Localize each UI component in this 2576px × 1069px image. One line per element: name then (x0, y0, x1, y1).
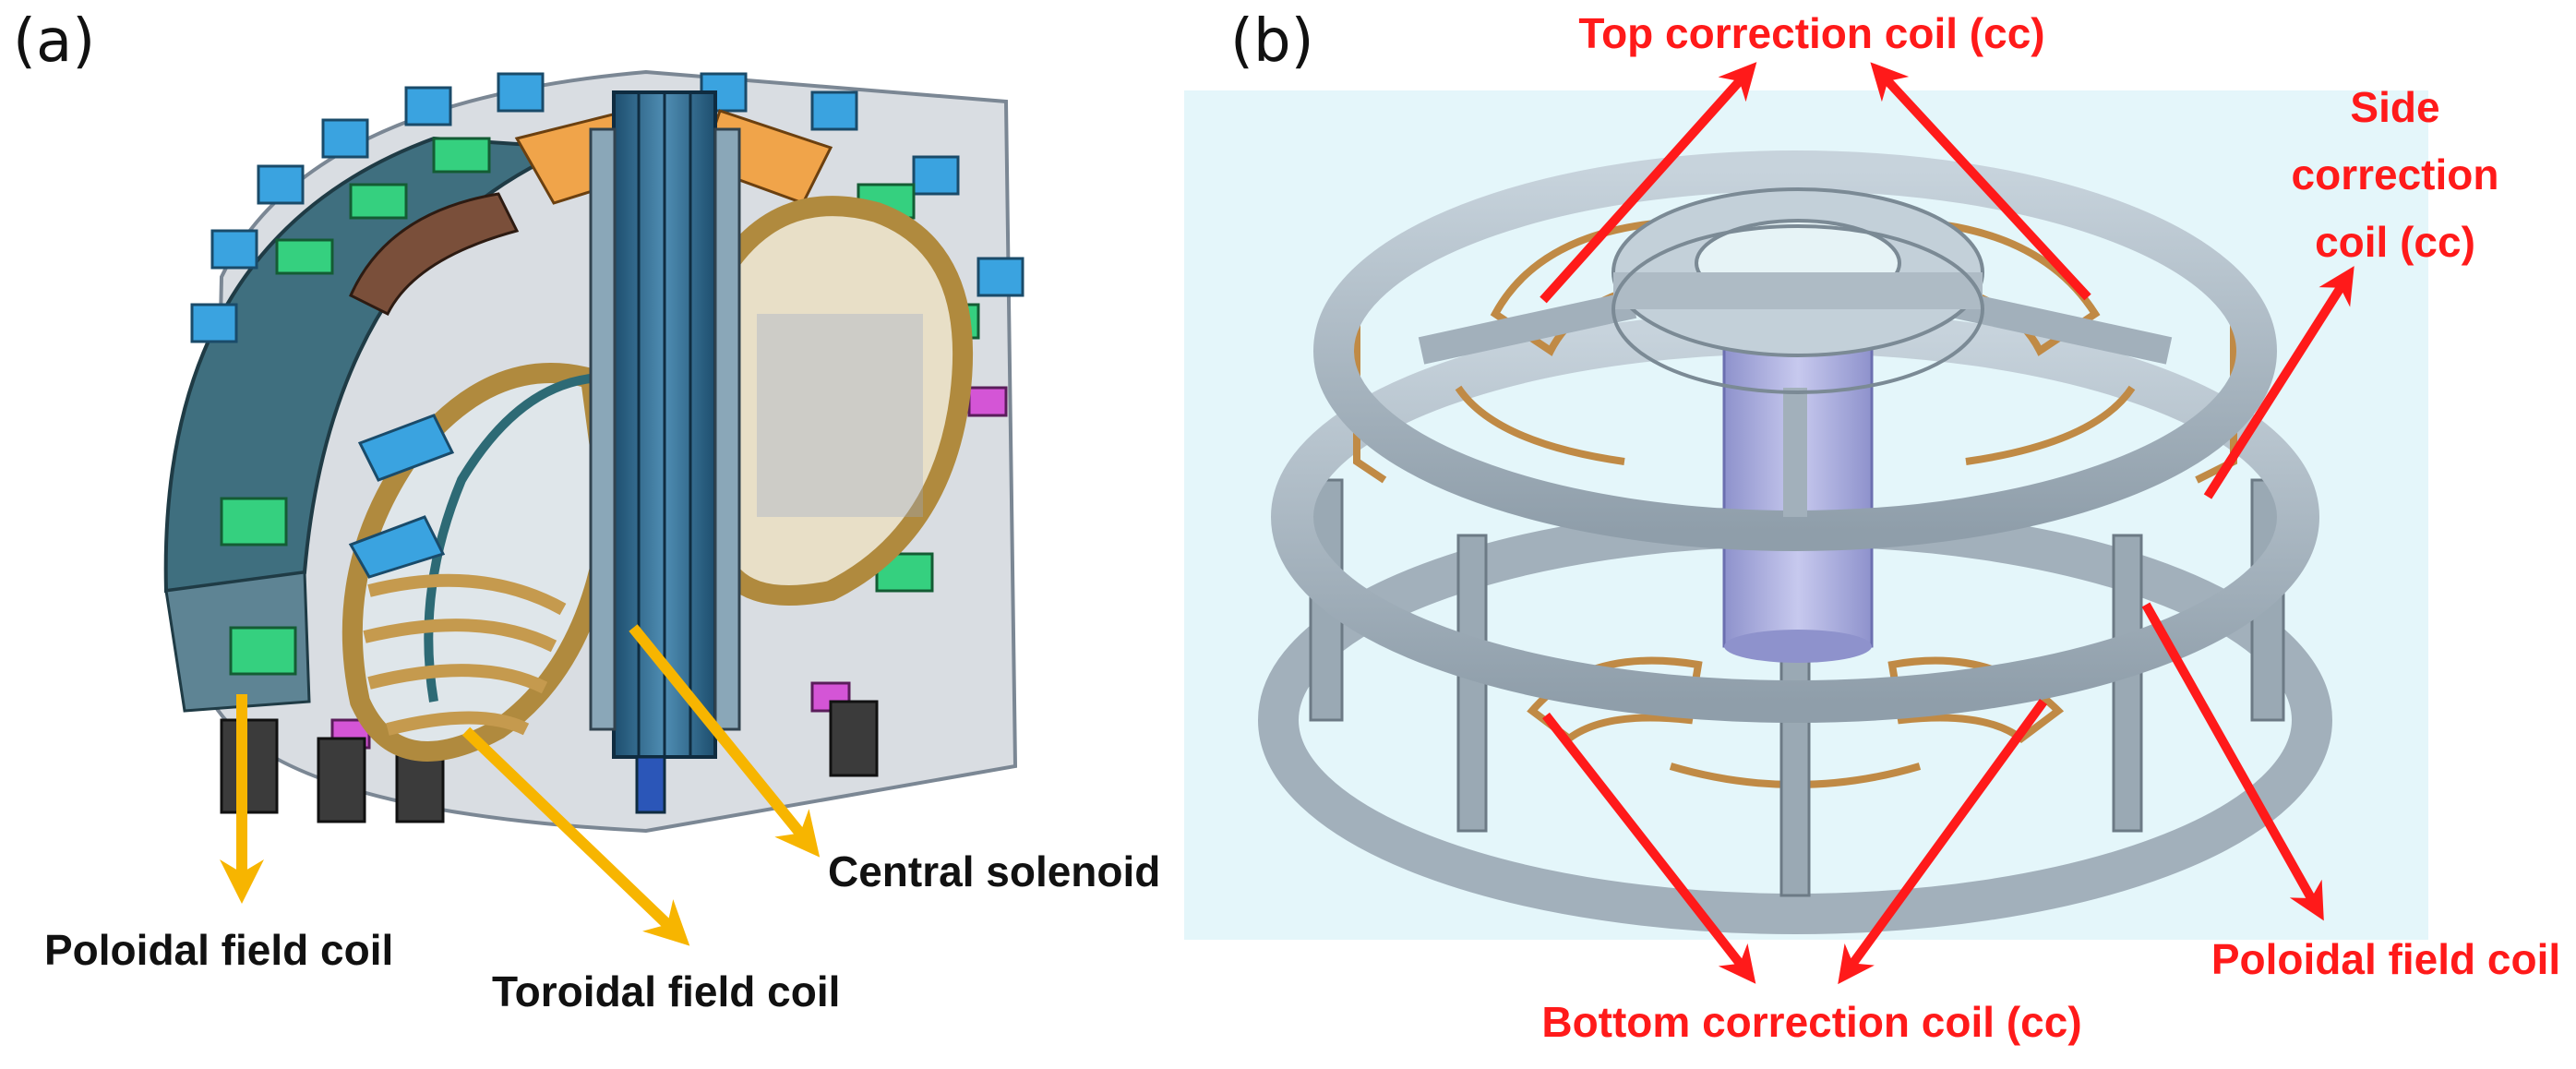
label-central-solenoid-a: Central solenoid (828, 847, 1160, 895)
arrow-central-solenoid-a (629, 624, 821, 858)
arrow-bottom-cc-left (1542, 712, 1756, 984)
label-poloidal-field-coil-b: Poloidal field coil (2211, 935, 2560, 983)
label-side-correction-coil-line2: correction (2292, 150, 2499, 198)
label-poloidal-field-coil-a: Poloidal field coil (44, 926, 393, 974)
label-toroidal-field-coil-a: Toroidal field coil (492, 967, 840, 1015)
tokamak-cutaway-illustration (163, 69, 1024, 834)
label-side-correction-coil-line1: Side (2350, 83, 2439, 131)
coil-structure-illustration (1184, 90, 2428, 940)
panel-b-label: (b) (1230, 7, 1314, 76)
label-side-correction-coil-line3: coil (cc) (2315, 218, 2475, 266)
arrow-side-cc (2203, 266, 2354, 499)
arrow-top-cc-left (1540, 62, 1757, 304)
arrow-bottom-cc-right (1838, 699, 2048, 985)
arrow-top-cc-right (1870, 62, 2091, 301)
label-top-correction-coil: Top correction coil (cc) (1578, 9, 2044, 57)
arrow-toroidal-field-coil-a (461, 727, 690, 946)
panel-a-label: (a) (13, 7, 96, 76)
label-bottom-correction-coil: Bottom correction coil (cc) (1541, 998, 2081, 1046)
arrow-poloidal-field-coil-b (2141, 602, 2324, 921)
